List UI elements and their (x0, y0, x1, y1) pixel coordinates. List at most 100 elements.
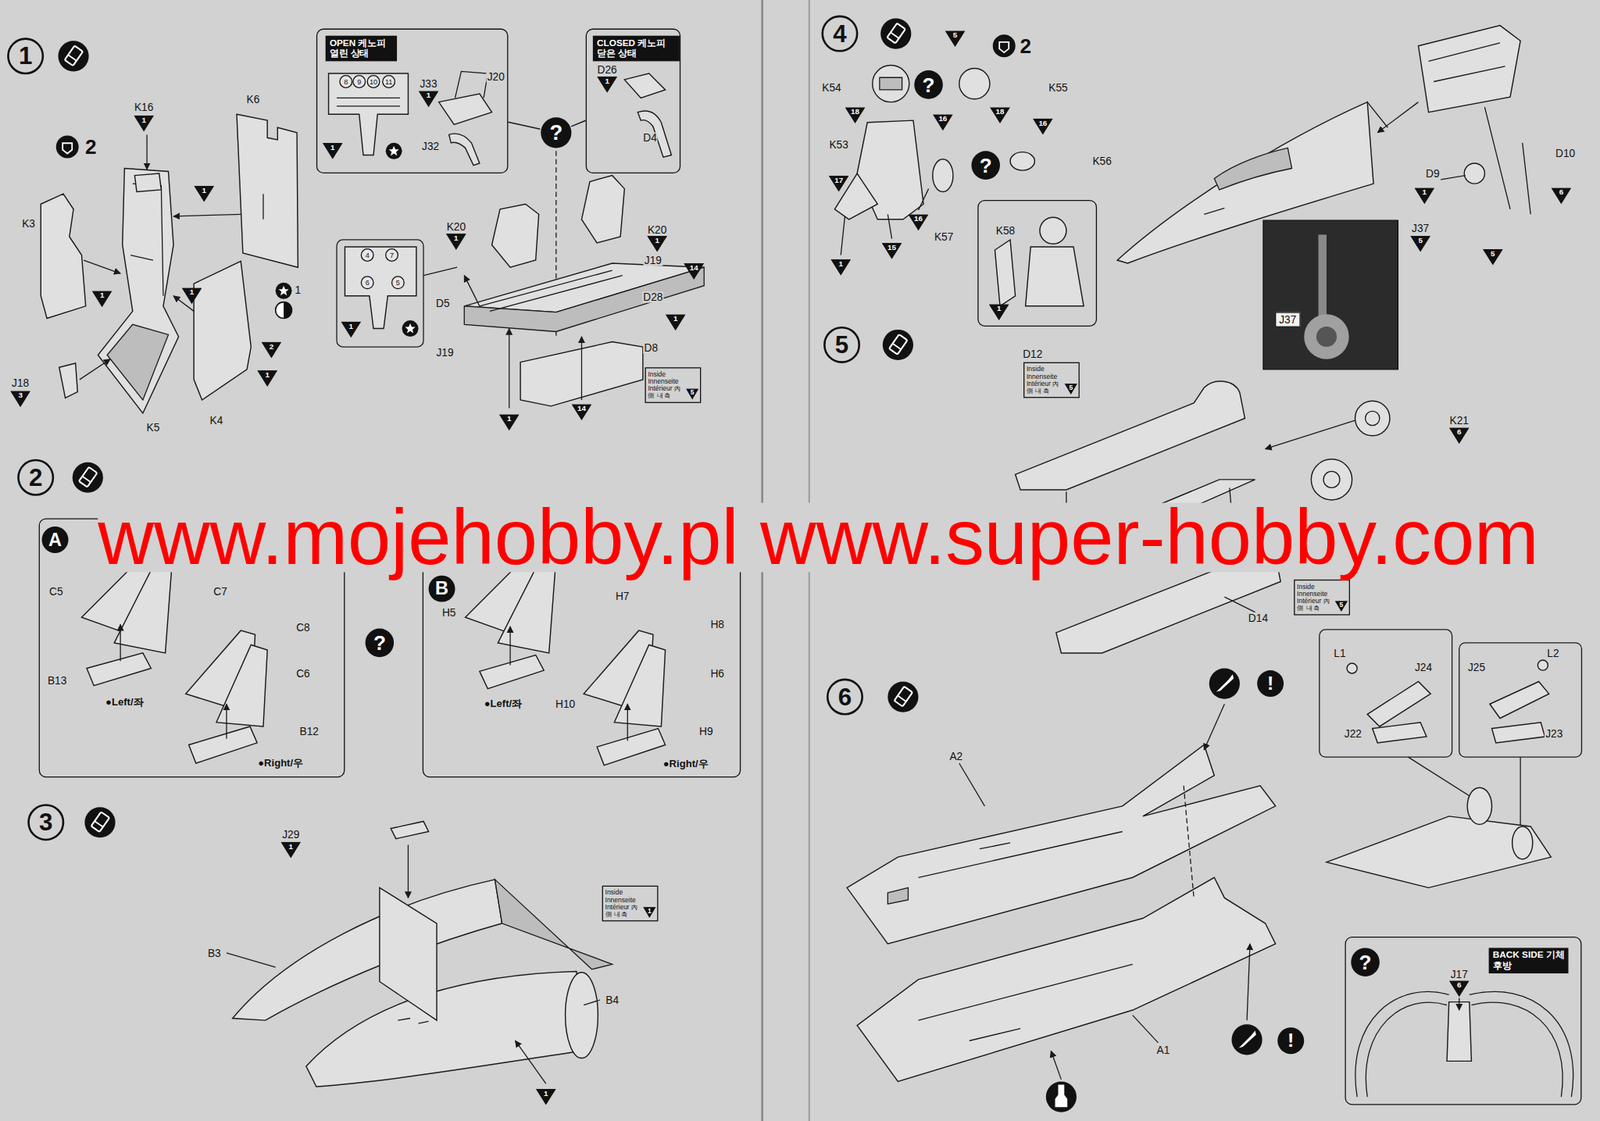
quantity: 2 (85, 136, 97, 158)
intake-ducts (1365, 410, 1380, 425)
main-fuselage (1537, 660, 1548, 671)
stabilizers (119, 624, 121, 661)
callout-number: 18 (989, 107, 1011, 124)
main-fuselage (1326, 816, 1551, 888)
heading-tag: CLOSED 케노피 닫은 상태 (592, 35, 680, 61)
callout-number: 1 (646, 235, 668, 253)
main-fuselage (1489, 681, 1550, 718)
part-label: J25 (1467, 661, 1487, 673)
step-circle: 5 (823, 326, 861, 364)
part-label: K57 (933, 231, 955, 243)
callout-number: 5 (1410, 235, 1431, 253)
part-label: B3 (207, 947, 222, 959)
warning-icon: ! (1277, 1027, 1304, 1054)
side-label: ●Right/우 (257, 757, 305, 768)
step-circle: 2 (17, 459, 54, 497)
fuselage-nose-gear (1318, 234, 1327, 316)
cockpit-tub (464, 275, 480, 307)
icons (275, 282, 293, 300)
nose-fuselage (226, 821, 613, 1087)
cockpit-tub (479, 270, 623, 311)
callout-number: 15 (881, 242, 902, 260)
part-label: K21 (1448, 414, 1470, 426)
part-label: J37 (1410, 223, 1431, 235)
callout-number: 17 (828, 175, 850, 193)
callout-number: 6 (1449, 427, 1470, 444)
part-label: L2 (1546, 647, 1561, 659)
intake-ducts (1265, 420, 1356, 450)
part-label: C7 (212, 586, 229, 598)
circled-number: 7 (385, 248, 399, 262)
part-label: J32 (421, 140, 441, 152)
part-label: K56 (1091, 156, 1113, 168)
part-label: H10 (554, 698, 577, 710)
detail-box: CLOSED 케노피 닫은 상태 (585, 28, 681, 174)
callout-number: 16 (907, 214, 929, 231)
part-label: D10 (1554, 147, 1577, 159)
part-label: D4 (642, 132, 658, 143)
stabilizers (216, 644, 268, 726)
part-label: K20 (646, 224, 668, 236)
back-side-detail (1355, 991, 1574, 1097)
part-label: H9 (698, 726, 715, 738)
question-icon: ? (914, 70, 943, 100)
callout-number: 5 (1482, 249, 1504, 266)
part-label: K54 (821, 82, 843, 93)
part-label: J24 (1414, 661, 1434, 673)
part-label: A1 (1155, 1044, 1171, 1056)
main-fuselage (1367, 681, 1431, 726)
detail-box: K581 (977, 200, 1097, 327)
icons (385, 142, 403, 160)
callout-number: 5 (1334, 600, 1348, 612)
nose-fuselage (390, 821, 429, 839)
back-side-detail (1365, 1002, 1447, 1097)
cockpit-tub (581, 336, 583, 400)
stabilizers (189, 726, 258, 764)
step-circle: 6 (826, 678, 864, 716)
part-label: D28 (642, 291, 665, 303)
step-number: 4 (832, 19, 847, 49)
question-icon: ? (365, 628, 395, 658)
canopy-detail (336, 239, 424, 347)
seat-parts (193, 260, 251, 400)
canopy-detail (439, 93, 493, 125)
circled-number: 10 (367, 75, 381, 89)
callout-number: 1 (280, 842, 301, 859)
part-label: D12 (1021, 348, 1044, 360)
canopy-detail (336, 97, 400, 106)
watermark: www.mojehobby.pl www.super-hobby.com (97, 503, 1540, 573)
fuselage-nose-gear (1214, 147, 1292, 190)
back-side-detail (1458, 997, 1460, 1011)
inside-note: Inside Innenseite Intérieur 內側 내측 (1026, 365, 1064, 395)
seat-parts (146, 134, 147, 169)
connector (571, 120, 586, 127)
seat-parts (40, 193, 86, 318)
callout-number: 5 (944, 30, 965, 47)
back-side-detail (1355, 991, 1450, 1097)
pilot-figure (959, 68, 990, 100)
callout-number: 6 (1449, 980, 1470, 997)
nose-fuselage (379, 887, 437, 1021)
part-label: J29 (281, 829, 301, 841)
part-label: D5 (435, 297, 451, 309)
canopy-detail (344, 246, 416, 329)
detail-box: OPEN 케노피 열린 상태 (316, 28, 509, 174)
part-label: J18 (10, 377, 31, 389)
part-label: J17 (1449, 968, 1469, 980)
pilot-figure (834, 65, 1084, 307)
step-circle: 1 (7, 37, 44, 75)
icons (887, 681, 918, 712)
main-fuselage (1246, 943, 1250, 1021)
part-label: 1 (293, 284, 302, 296)
icons (1231, 1024, 1262, 1055)
part-label: C6 (295, 667, 311, 679)
inside-note: Inside Innenseite Intérieur 內側 내측 (1296, 582, 1334, 612)
icons (1209, 668, 1240, 700)
icons (992, 34, 1016, 58)
canopy-detail (423, 267, 458, 275)
callout-number: 6 (1550, 187, 1572, 204)
fuselage-nose-gear (1117, 25, 1531, 370)
pilot-figure (932, 159, 954, 193)
stabilizers (479, 655, 544, 690)
